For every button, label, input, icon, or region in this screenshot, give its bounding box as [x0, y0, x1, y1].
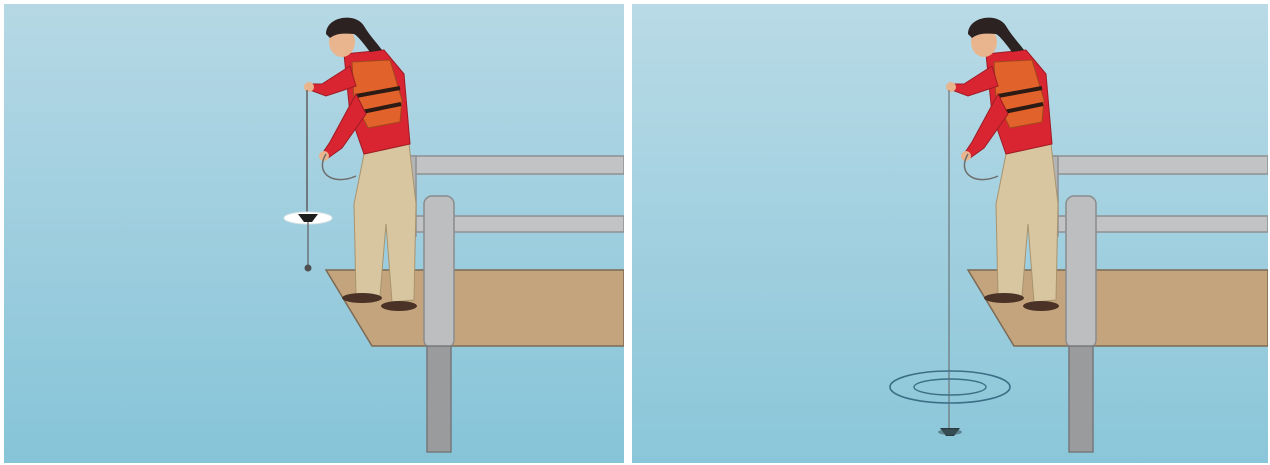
ripple-rings-icon — [889, 370, 1011, 404]
scene-submerged — [632, 4, 1268, 463]
panel-lowering-disk — [4, 4, 624, 463]
disk-weight — [304, 264, 312, 272]
dock-post — [1065, 195, 1097, 453]
scene-lowering — [4, 4, 624, 463]
woman-figure — [304, 17, 417, 311]
water-background — [4, 4, 624, 463]
secchi-disk-icon — [283, 211, 333, 225]
secchi-disk-icon — [938, 428, 962, 436]
water-background — [632, 4, 1268, 463]
dock-post — [423, 195, 455, 453]
panel-divider — [624, 0, 632, 465]
panel-submerged-disk — [632, 4, 1268, 463]
woman-figure — [946, 17, 1059, 311]
